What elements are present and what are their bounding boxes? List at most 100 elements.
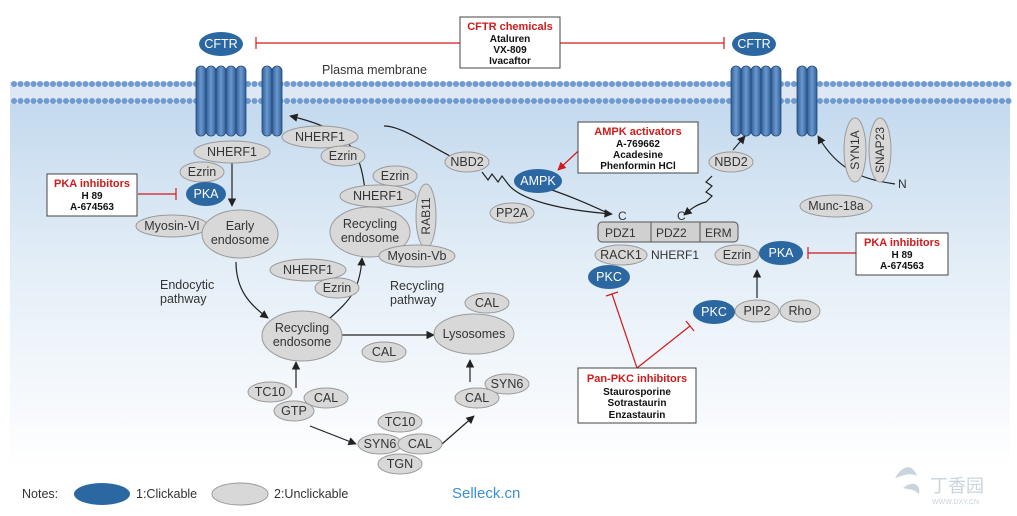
pkc-node-bottom[interactable]: PKC [693,300,735,324]
membrane-bead [966,81,973,87]
arrow-tgn-to-cal [441,415,475,445]
legend: Notes: 1:Clickable 2:Unclickable [22,482,348,506]
svg-text:SNAP23: SNAP23 [873,127,887,173]
svg-text:Ezrin: Ezrin [188,165,217,179]
membrane-bead [316,98,323,104]
membrane-bead [869,98,875,104]
membrane-bead [329,81,336,87]
membrane-bead [875,81,882,87]
membrane-bead [420,98,427,104]
membrane-bead [784,81,791,87]
membrane-bead [290,81,297,87]
pka-node-left[interactable]: PKA [186,182,226,206]
membrane-bead [186,81,193,87]
membrane-bead [544,81,550,87]
membrane-bead [570,98,576,104]
ampk-node[interactable]: AMPK [514,169,562,193]
membrane-bead [102,81,108,87]
svg-text:Lysosomes: Lysosomes [443,327,506,341]
membrane-bead [895,81,901,87]
nherf1-node: NHERF1 [193,140,271,164]
membrane-bead [700,98,706,104]
membrane-bead [498,81,505,87]
membrane-bead [303,98,310,104]
membrane-bead [30,81,37,87]
membrane-bead [836,81,843,87]
snap23-node: SNAP23 [868,117,892,183]
membrane-bead [622,81,628,87]
membrane-bead [934,98,940,104]
svg-text:PKA: PKA [193,187,219,201]
membrane-bead [921,98,927,104]
membrane-bead [472,98,479,104]
membrane-bead [108,81,115,87]
membrane-bead [986,81,992,87]
membrane-bead [401,98,407,104]
pka-node-right[interactable]: PKA [759,241,803,265]
membrane-bead [843,81,849,87]
membrane-bead [368,81,375,87]
membrane-bead [251,98,258,104]
membrane-bead [43,98,50,104]
membrane-bead [875,98,882,104]
membrane-bead [323,98,329,104]
membrane-bead [108,98,115,104]
membrane-bead [303,81,310,87]
membrane-bead [836,98,843,104]
membrane-bead [999,81,1005,87]
membrane-bead [186,98,193,104]
membrane-bead [563,81,570,87]
membrane-bead [505,81,511,87]
membrane-bead [596,98,602,104]
svg-text:Acadesine: Acadesine [613,150,663,161]
ezrin-node: Ezrin [714,244,760,266]
membrane-bead [628,81,635,87]
membrane-bead [927,98,934,104]
membrane-bead [37,98,43,104]
svg-text:PKA inhibitors: PKA inhibitors [864,237,940,249]
membrane-bead [953,98,960,104]
membrane-bead [687,98,693,104]
membrane-bead [700,81,706,87]
membrane-bead [37,81,43,87]
membrane-bead [102,98,108,104]
wavy-nbd2-left-to-pdz [481,171,613,218]
svg-text:Myosin-Vb: Myosin-Vb [387,249,446,263]
membrane-bead [927,81,934,87]
ezrin-node: Ezrin [320,145,366,167]
membrane-bead [693,98,700,104]
pkc-node-top[interactable]: PKC [588,265,630,289]
membrane-bead [953,81,960,87]
membrane-bead [888,98,895,104]
cftr-channel-right [730,65,818,137]
cftr-node-left[interactable]: CFTR [199,32,243,56]
membrane-bead [492,98,498,104]
cal-node: CAL [397,433,443,455]
membrane-bead [251,81,258,87]
svg-text:A-769662: A-769662 [616,139,660,150]
c-terminus-right: C [677,209,686,223]
membrane-bead [706,81,713,87]
svg-text:NHERF1: NHERF1 [295,130,345,144]
svg-text:Ivacaftor: Ivacaftor [489,56,531,67]
membrane-bead [147,98,154,104]
svg-text:RAB11: RAB11 [419,197,433,234]
membrane-bead [466,81,472,87]
membrane-bead [960,98,966,104]
membrane-bead [336,81,342,87]
membrane-bead [648,81,654,87]
membrane-bead [999,98,1005,104]
membrane-bead [24,81,30,87]
svg-text:SYN6: SYN6 [364,437,397,451]
membrane-bead [940,98,947,104]
cftr-node-right[interactable]: CFTR [732,32,776,56]
svg-text:Pan-PKC inhibitors: Pan-PKC inhibitors [587,373,687,385]
logo: 丁香园 WWW.DXY.CN [895,467,984,506]
svg-text:CFTR chemicals: CFTR chemicals [467,21,553,33]
membrane-bead [641,81,648,87]
membrane-bead [830,81,836,87]
membrane-bead [128,98,134,104]
membrane-bead [121,81,128,87]
rho-node: Rho [779,299,821,323]
